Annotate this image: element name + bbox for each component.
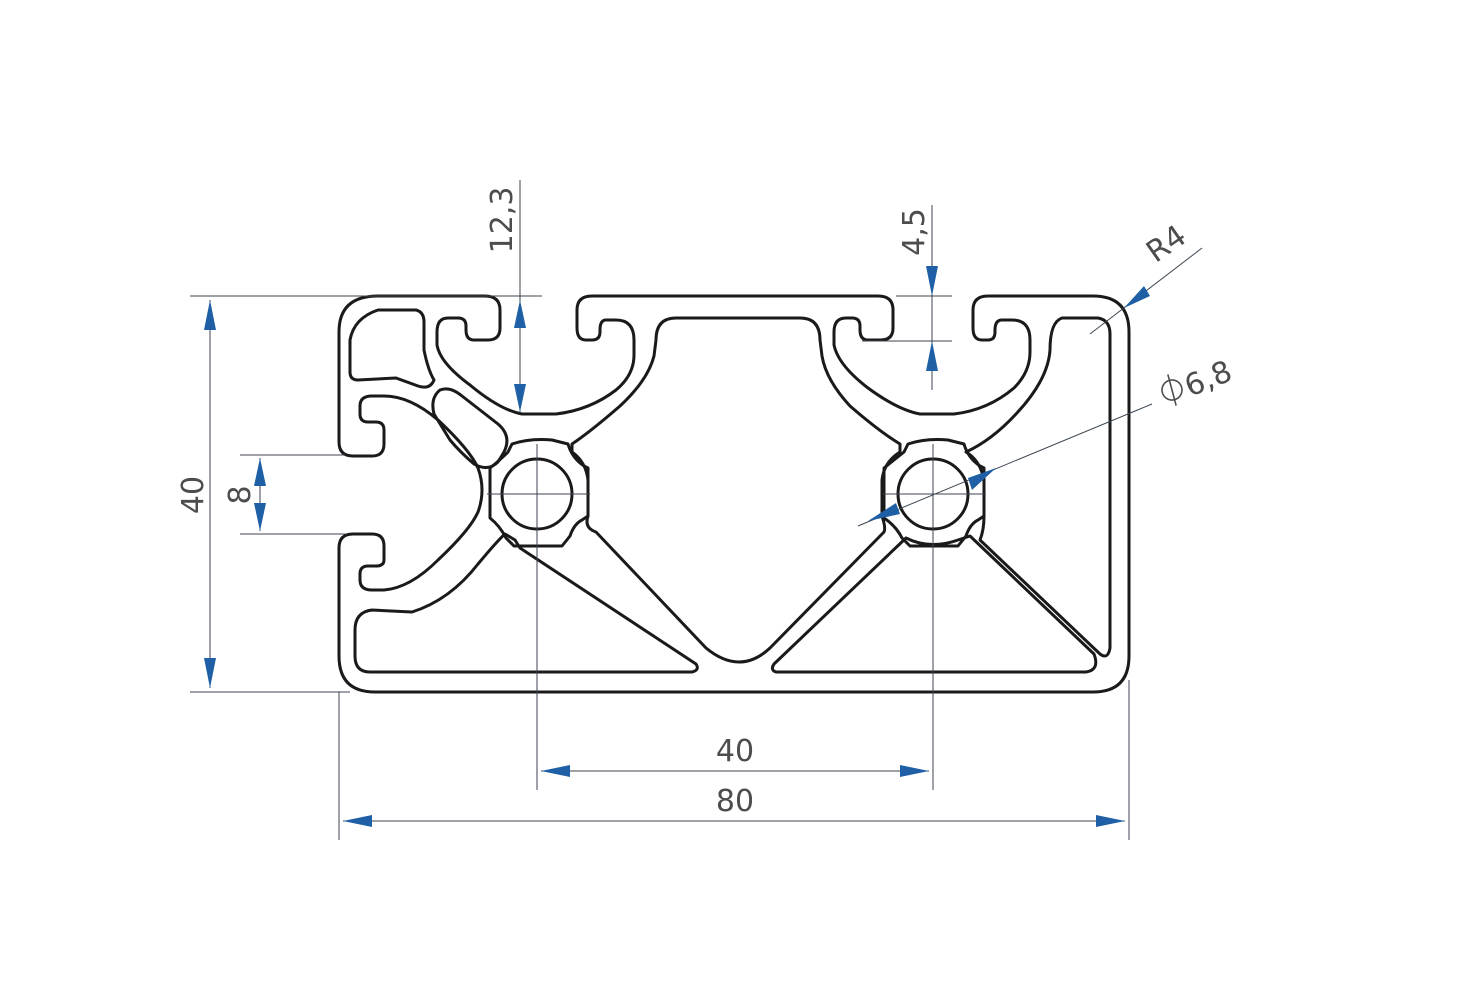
arrow-height-top xyxy=(204,300,216,330)
arrow-slot-depth-top xyxy=(514,300,526,328)
arrow-width-left xyxy=(343,815,372,827)
dim-core-bore: 6,8 xyxy=(857,354,1237,527)
dim-text-slot-width: 8 xyxy=(223,485,258,504)
dim-total-width: 80 xyxy=(338,680,1130,840)
arrow-slot-depth-bottom xyxy=(514,384,526,412)
dim-text-core-bore: 6,8 xyxy=(1180,354,1237,404)
dim-slot-depth: 12,3 xyxy=(485,180,526,412)
chamber-bottom-right xyxy=(770,534,1098,674)
arrow-core-bore-right xyxy=(968,468,996,490)
dim-text-center-distance: 40 xyxy=(716,734,754,769)
dim-corner-radius: R4 xyxy=(1089,218,1203,335)
arrow-slot-top xyxy=(254,458,266,486)
dim-text-corner-radius: R4 xyxy=(1140,218,1193,270)
chamber-bottom-left xyxy=(353,532,699,674)
dim-text-lip: 4,5 xyxy=(897,208,932,256)
diameter-symbol xyxy=(1161,374,1183,406)
chamber-center xyxy=(570,316,902,664)
dim-height: 40 xyxy=(176,295,542,693)
profile-section xyxy=(337,294,1131,694)
arrow-center-right xyxy=(900,765,929,777)
leader-core-bore xyxy=(857,403,1153,527)
dim-text-total-width: 80 xyxy=(716,784,754,819)
profile-outer-contour xyxy=(337,294,1131,694)
cavity-diagonal-left xyxy=(431,387,509,469)
arrow-core-bore-left xyxy=(868,503,900,521)
arrow-corner-radius xyxy=(1124,286,1150,308)
dim-slot-width: 8 xyxy=(223,454,345,535)
chamber-right xyxy=(964,316,1112,658)
arrow-width-right xyxy=(1096,815,1125,827)
arrow-slot-bottom xyxy=(254,503,266,531)
arrow-center-left xyxy=(541,765,570,777)
arrow-lip-bottom xyxy=(926,341,938,371)
dim-text-height: 40 xyxy=(176,476,211,514)
dim-text-slot-depth: 12,3 xyxy=(485,187,520,254)
pocket-top-left xyxy=(348,308,436,389)
dim-center-distance: 40 xyxy=(541,734,929,777)
arrow-lip-top xyxy=(926,266,938,296)
arrow-height-bottom xyxy=(204,658,216,688)
core-left-outline xyxy=(488,438,590,548)
core-right-outline xyxy=(882,438,986,548)
dim-lip-thickness: 4,5 xyxy=(862,205,952,390)
